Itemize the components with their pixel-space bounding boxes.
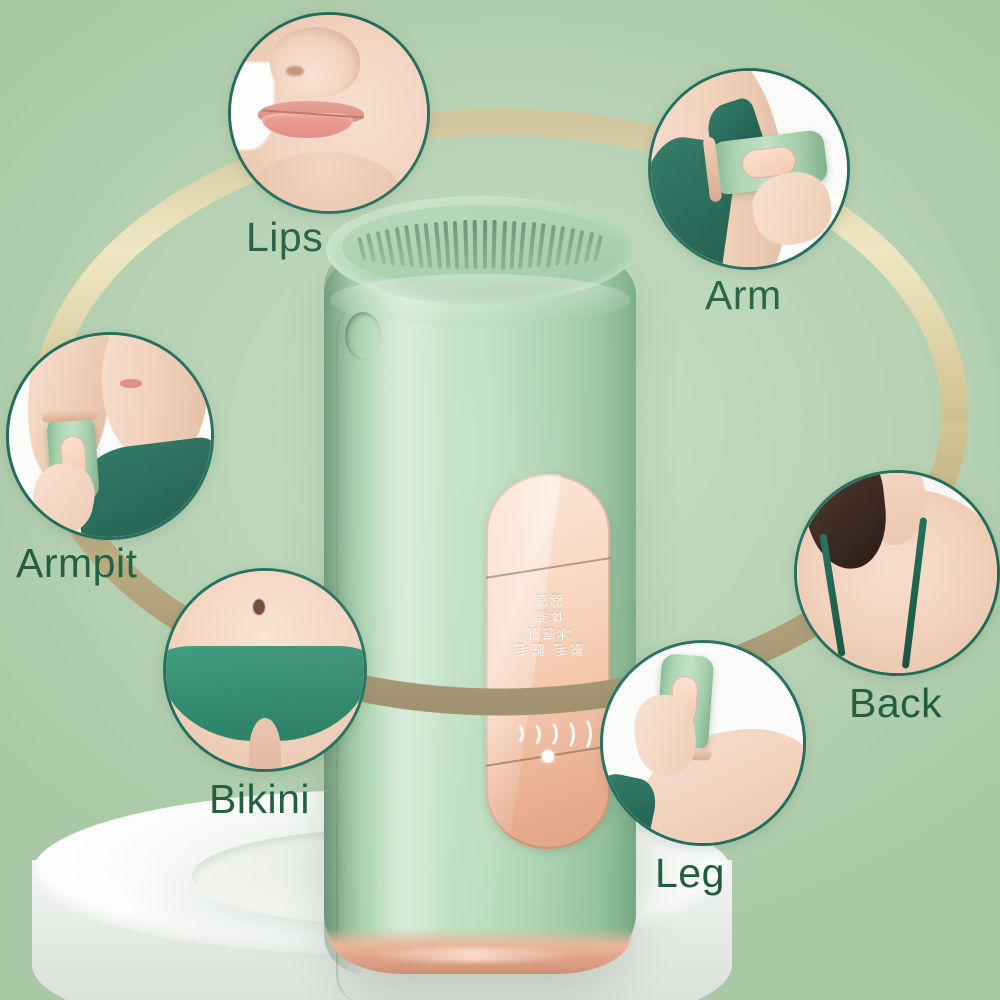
nostril [285,65,304,76]
chin [250,152,400,211]
navel [253,598,266,615]
label-back: Back [849,680,943,726]
device-vent-plate [342,205,618,289]
label-armpit: Armpit [16,540,138,586]
bubble-back[interactable] [794,470,1000,676]
signal-waves-icon [502,710,594,752]
label-leg: Leg [655,850,725,896]
back-photo [797,473,997,673]
wave-arc [570,716,592,752]
power-indicator-dot [541,750,555,763]
leg-photo [603,643,803,843]
label-lips: Lips [246,214,324,260]
armpit-photo [9,335,211,537]
nose [270,26,361,98]
thigh-gap [249,717,281,769]
bikini-photo [166,571,364,769]
device-display-panel[interactable]: 脱毛 脱毛 冰感肌 体验 器器 [486,474,610,849]
bubble-leg[interactable] [600,640,806,846]
arm-photo [651,71,847,267]
label-arm: Arm [705,272,782,318]
lips-small [120,379,143,388]
lips-photo [231,15,427,211]
trim-highlight [368,948,578,962]
bubble-arm[interactable] [648,68,850,270]
bubble-lips[interactable] [228,12,430,214]
bubble-armpit[interactable] [6,332,214,540]
device-top-cap [326,196,634,304]
device-bottom-trim [328,928,632,974]
label-bikini: Bikini [209,776,310,822]
bubble-bikini[interactable] [163,568,367,772]
